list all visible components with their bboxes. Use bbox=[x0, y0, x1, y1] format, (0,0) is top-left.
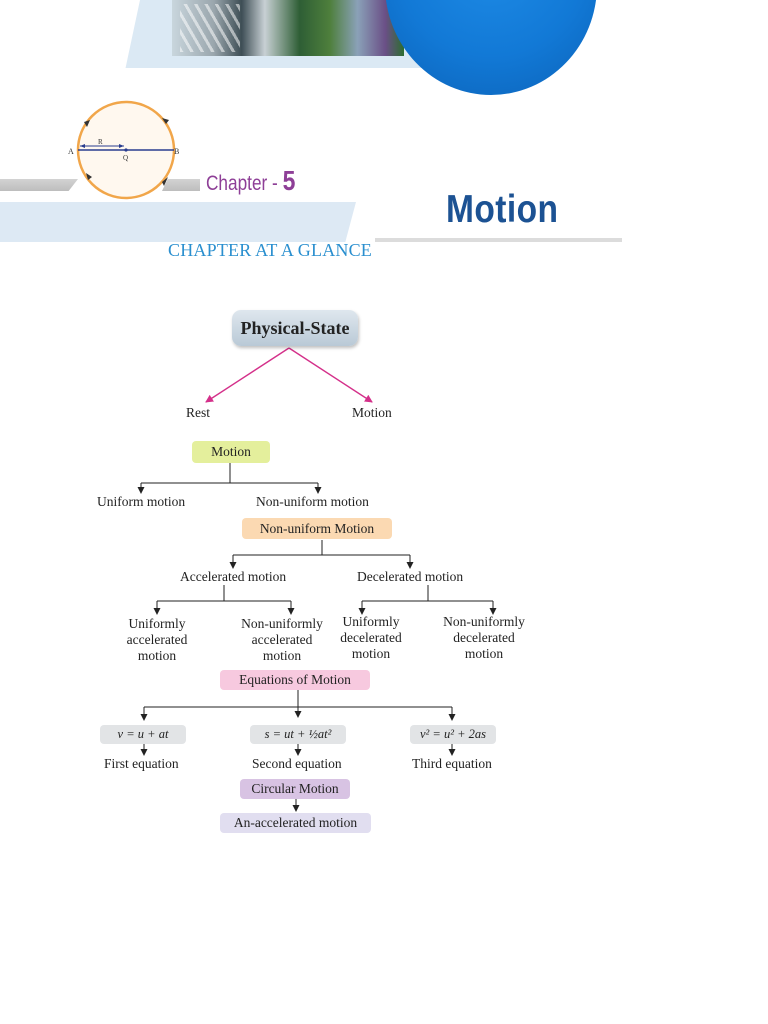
science-photo-strip bbox=[172, 0, 404, 56]
title-rule bbox=[375, 238, 622, 242]
chapter-number: 5 bbox=[282, 165, 296, 196]
second-equation-label: Second equation bbox=[252, 756, 342, 771]
chapter-label: Chapter - 5 bbox=[206, 165, 295, 197]
second-equation-formula: s = ut + ½at² bbox=[250, 725, 346, 744]
first-equation-formula: v = u + at bbox=[100, 725, 186, 744]
title-blue-band bbox=[0, 202, 356, 242]
chapter-text: Chapter - bbox=[206, 172, 278, 195]
header-blue-circle bbox=[385, 0, 597, 95]
equations-of-motion-box: Equations of Motion bbox=[220, 670, 370, 690]
non-uniformly-accelerated-label: Non-uniformly accelerated motion bbox=[241, 616, 323, 663]
grey-bar-mid bbox=[162, 179, 200, 191]
first-equation-label: First equation bbox=[104, 756, 179, 771]
motion-label: Motion bbox=[352, 405, 392, 420]
uniformly-accelerated-label: Uniformly accelerated motion bbox=[126, 616, 188, 663]
point-b-label: B bbox=[174, 147, 179, 156]
motion-box: Motion bbox=[192, 441, 270, 463]
circular-motion-figure: A B R Q bbox=[68, 100, 179, 200]
grey-bar-left bbox=[0, 179, 78, 191]
rest-label: Rest bbox=[186, 405, 211, 420]
center-q-label: Q bbox=[123, 154, 128, 162]
uniformly-decelerated-label: Uniformly decelerated motion bbox=[340, 614, 402, 661]
non-uniform-motion-box: Non-uniform Motion bbox=[242, 518, 392, 539]
third-equation-formula: v² = u² + 2as bbox=[410, 725, 496, 744]
uniform-motion-label: Uniform motion bbox=[97, 494, 186, 509]
page-title: Motion bbox=[446, 188, 559, 231]
decelerated-motion-label: Decelerated motion bbox=[357, 569, 464, 584]
physical-state-box: Physical-State bbox=[232, 310, 358, 346]
accelerated-motion-label: Accelerated motion bbox=[180, 569, 287, 584]
non-uniform-motion-label: Non-uniform motion bbox=[256, 494, 369, 509]
accelerated-motion-result-box: An-accelerated motion bbox=[220, 813, 371, 833]
non-uniformly-decelerated-label: Non-uniformly decelerated motion bbox=[443, 614, 525, 661]
radius-label: R bbox=[98, 138, 103, 146]
circular-motion-box: Circular Motion bbox=[240, 779, 350, 799]
point-a-label: A bbox=[68, 147, 74, 156]
third-equation-label: Third equation bbox=[412, 756, 492, 771]
chapter-at-a-glance-heading: CHAPTER AT A GLANCE bbox=[168, 240, 372, 260]
